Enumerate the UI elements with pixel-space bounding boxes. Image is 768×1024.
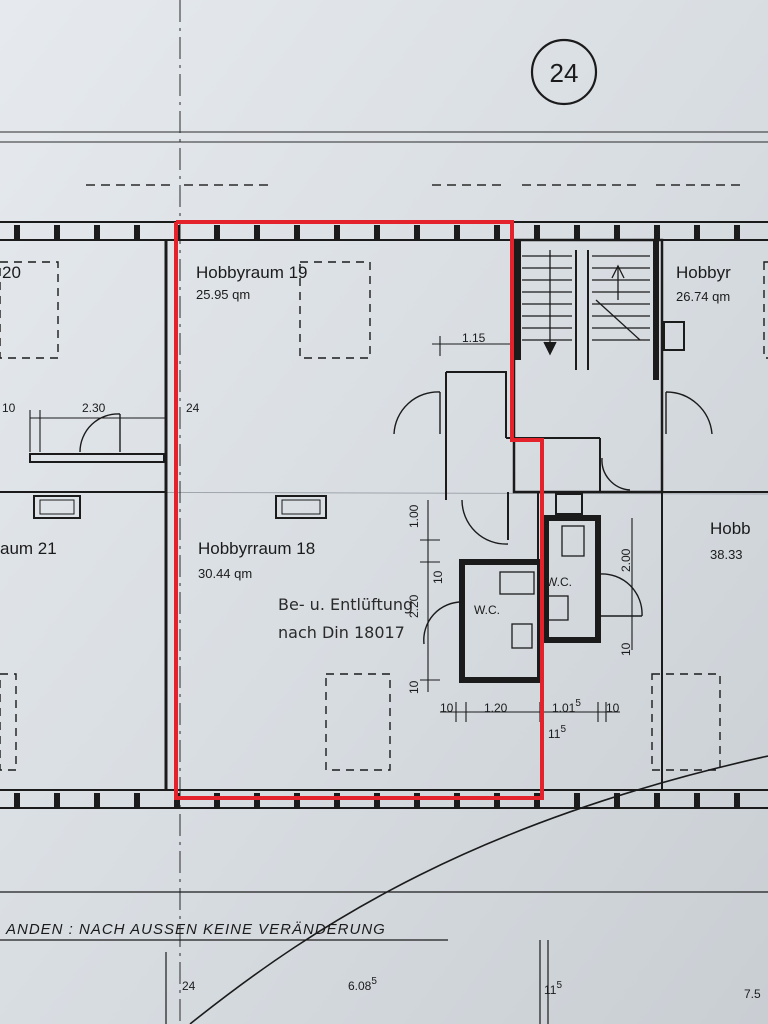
dim-2-00: 2.00: [619, 548, 633, 572]
room-21-name: aum 21: [0, 539, 57, 558]
sheet-number: 24: [550, 58, 579, 88]
window-tick: [574, 793, 580, 807]
stair-arrows: [543, 250, 641, 356]
dim-1-01: 1.015: [552, 698, 581, 715]
room-19-name: Hobbyraum 19: [196, 263, 308, 282]
window-tick: [94, 793, 100, 807]
window-tick: [734, 793, 740, 807]
dashed-fixtures: [0, 261, 768, 771]
dim-11: 115: [548, 724, 566, 741]
dimension-lines: [29, 336, 633, 722]
window-tick: [694, 793, 700, 807]
dim-10-left: 10: [2, 401, 16, 415]
sheet-number-badge: 24: [530, 38, 598, 106]
window-tick: [614, 793, 620, 807]
room-right-top-name: Hobbyr: [676, 263, 731, 282]
window-tick: [134, 793, 140, 807]
bottom-dim-7: 7.5: [744, 987, 761, 1001]
window-tick: [694, 225, 700, 239]
window-tick: [54, 225, 60, 239]
dim-1-00: 1.00: [407, 504, 421, 528]
ventilation-note-line1: Be- u. Entlüftung: [278, 595, 413, 614]
room-18-name: Hobbyrraum 18: [198, 539, 315, 558]
window-tick: [134, 225, 140, 239]
highlighted-unit-outline: [174, 220, 544, 800]
window-tick: [734, 225, 740, 239]
ventilation-note-line2: nach Din 18017: [278, 623, 405, 642]
dim-10-wc: 10: [440, 701, 454, 715]
room-right-top-area: 26.74 qm: [676, 289, 730, 304]
room-right-mid-name: Hobb: [710, 519, 751, 538]
bottom-dim-24: 24: [182, 979, 196, 993]
dim-10-right: 10: [619, 642, 633, 656]
window-tick: [294, 225, 300, 239]
room-19-area: 25.95 qm: [196, 287, 250, 302]
window-tick: [574, 225, 580, 239]
dim-10-lower: 10: [407, 680, 421, 694]
wc-right-label: W.C.: [546, 575, 572, 589]
window-tick: [54, 793, 60, 807]
room-20-name: 20: [2, 263, 21, 282]
footer-note: ANDEN : NACH AUSSEN KEINE VERÄNDERUNG: [5, 921, 386, 938]
window-tick: [334, 225, 340, 239]
window-tick: [254, 225, 260, 239]
bottom-dim-6-08: 6.085: [348, 976, 377, 993]
window-tick: [374, 225, 380, 239]
wc-left-label: W.C.: [474, 603, 500, 617]
wall-fragments: [29, 321, 685, 519]
dim-2-20: 2.20: [407, 594, 421, 618]
dim-1-20: 1.20: [484, 701, 508, 715]
window-tick: [654, 793, 660, 807]
dim-1-15: 1.15: [462, 331, 486, 345]
dim-24: 24: [186, 401, 200, 415]
window-tick: [534, 225, 540, 239]
window-tick: [214, 225, 220, 239]
wc-right-block: W.C.: [543, 515, 601, 643]
room-right-mid-area: 38.33: [710, 547, 743, 562]
window-tick: [94, 225, 100, 239]
door-swings: [79, 391, 713, 645]
site-boundary-curve: [189, 755, 768, 1024]
window-tick: [654, 225, 660, 239]
dim-2-30: 2.30: [82, 401, 106, 415]
window-tick: [14, 225, 20, 239]
dim-10-vertical: 10: [431, 570, 445, 584]
footer-strip: [0, 891, 768, 1024]
staircase: [522, 255, 650, 341]
window-tick: [494, 225, 500, 239]
bottom-dim-11: 115: [544, 980, 562, 997]
window-tick: [614, 225, 620, 239]
window-tick: [414, 225, 420, 239]
dim-10-wc-right: 10: [606, 701, 620, 715]
room-18-area: 30.44 qm: [198, 566, 252, 581]
window-tick: [454, 225, 460, 239]
window-tick: [14, 793, 20, 807]
